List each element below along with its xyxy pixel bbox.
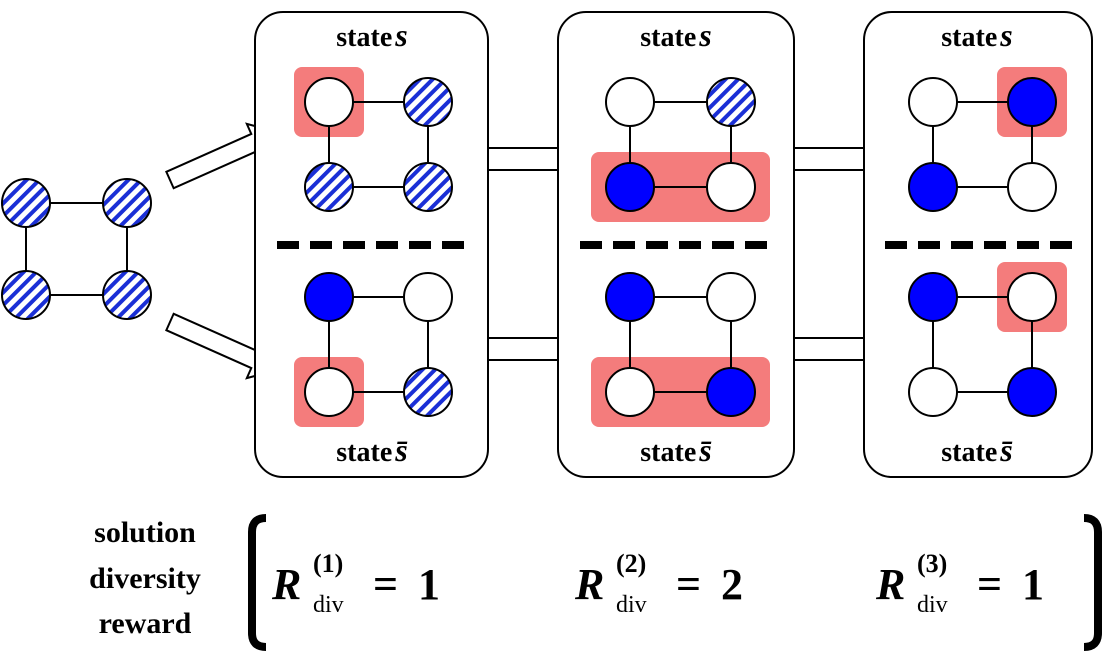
graph-node-selected <box>605 162 655 212</box>
svg-text:=: = <box>676 560 701 609</box>
legend-line-reward: reward <box>99 607 192 640</box>
svg-text:R: R <box>574 560 604 609</box>
graph-node-empty <box>605 367 655 417</box>
state-label-top-1: states <box>336 17 407 53</box>
svg-text:(2): (2) <box>616 549 646 578</box>
graph-node-empty <box>908 367 958 417</box>
svg-text:div: div <box>616 592 647 618</box>
right-bracket <box>1083 514 1102 651</box>
svg-text:R: R <box>271 560 301 609</box>
state-label-bottom-2: states̄ <box>640 432 711 468</box>
svg-text:(1): (1) <box>313 549 343 578</box>
legend-line-diversity: diversity <box>89 562 201 595</box>
graph-node-selected <box>908 272 958 322</box>
state-graph-step2-top <box>591 77 770 222</box>
graph-node-selected <box>908 162 958 212</box>
graph-node-undecided <box>304 162 354 212</box>
reward-2: R (2) div = 2 <box>574 549 743 618</box>
graph-node-empty <box>403 272 453 322</box>
svg-text:2: 2 <box>721 560 743 609</box>
state-label-top-2: states <box>640 17 711 53</box>
graph-node-undecided <box>706 77 756 127</box>
graph-node-selected <box>605 272 655 322</box>
graph-node-undecided <box>403 77 453 127</box>
left-bracket <box>248 514 267 651</box>
state-graph-step3-top <box>908 67 1067 212</box>
svg-text:div: div <box>313 592 344 618</box>
graph-node-empty <box>706 162 756 212</box>
svg-text:1: 1 <box>418 560 440 609</box>
svg-text:=: = <box>977 560 1002 609</box>
state-label-top-3: states <box>941 17 1012 53</box>
graph-node-empty <box>908 77 958 127</box>
state-graph-step3-bottom <box>908 262 1067 417</box>
initial-graph <box>1 178 152 320</box>
state-graph-step1-bottom <box>294 272 453 427</box>
initial-node-3 <box>102 270 152 320</box>
graph-node-empty <box>304 367 354 417</box>
reward-3: R (3) div = 1 <box>875 549 1044 618</box>
graph-node-selected <box>1007 77 1057 127</box>
graph-node-empty <box>605 77 655 127</box>
graph-node-undecided <box>403 367 453 417</box>
graph-node-undecided <box>403 162 453 212</box>
graph-node-selected <box>706 367 756 417</box>
graph-node-empty <box>1007 272 1057 322</box>
graph-node-selected <box>1007 367 1057 417</box>
svg-text:div: div <box>917 592 948 618</box>
svg-text:1: 1 <box>1022 560 1044 609</box>
svg-text:(3): (3) <box>917 549 947 578</box>
state-label-bottom-3: states̄ <box>941 432 1012 468</box>
state-label-bottom-1: states̄ <box>336 432 407 468</box>
reward-1: R (1) div = 1 <box>271 549 440 618</box>
graph-node-empty <box>1007 162 1057 212</box>
initial-node-1 <box>102 178 152 228</box>
initial-node-2 <box>1 270 51 320</box>
graph-node-selected <box>304 272 354 322</box>
graph-node-empty <box>304 77 354 127</box>
state-graph-step1-top <box>294 67 453 212</box>
state-graph-step2-bottom <box>591 272 770 427</box>
legend-line-solution: solution <box>94 516 196 549</box>
svg-text:=: = <box>373 560 398 609</box>
svg-text:R: R <box>875 560 905 609</box>
initial-node-0 <box>1 178 51 228</box>
graph-node-empty <box>706 272 756 322</box>
